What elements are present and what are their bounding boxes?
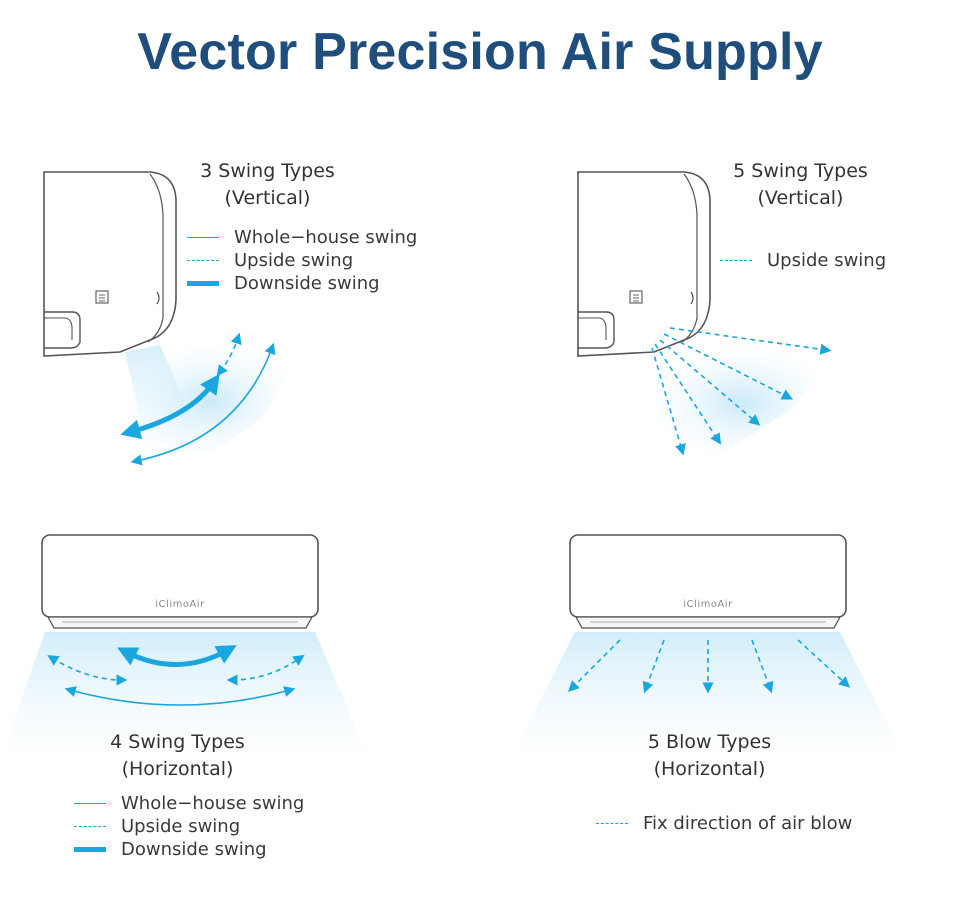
legend-item-downside: Downside swing [187,273,380,294]
dashed-line-swatch [74,826,106,827]
ac-unit-front-view-2: iClimoAir [569,534,847,629]
dashed-line-swatch [596,823,628,824]
legend-item-upside: Upside swing [74,816,240,837]
solid-line-swatch [74,803,106,804]
ac-unit-front-view-1: iClimoAir [41,534,319,629]
panel-title-horizontal-4: 4 Swing Types (Horizontal) [110,731,245,780]
ac-unit-side-view-2 [577,171,711,357]
solid-line-swatch [187,237,219,238]
thick-line-swatch [74,847,106,852]
panel-title-horizontal-5: 5 Blow Types (Horizontal) [647,731,772,780]
legend-item-downside: Downside swing [74,839,267,860]
legend-item-fixed-direction: Fix direction of air blow [596,813,852,834]
dashed-line-swatch [720,260,752,261]
legend-item-upside: Upside swing [187,250,353,271]
airflow-glow-1 [120,342,300,460]
brand-logo: iClimoAir [683,599,733,610]
swing-arrows-horizontal-4 [47,645,305,706]
swing-arrows-vertical-3 [120,332,276,466]
brand-logo: iClimoAir [155,599,205,610]
ac-unit-side-view-1 [43,171,177,357]
panel-title-vertical-3: 3 Swing Types (Vertical) [200,160,335,209]
vent-icon [95,290,109,304]
fixed-blow-arrows-5 [568,639,851,694]
dashed-line-swatch [187,260,219,261]
airflow-glow-2 [650,345,835,460]
airflow-glow-4 [510,632,905,760]
swing-arrows-vertical-5 [651,327,832,456]
legend-item-whole-house: Whole−house swing [74,793,304,814]
panel-title-vertical-5: 5 Swing Types (Vertical) [733,160,868,209]
vent-icon [629,290,643,304]
page-title: Vector Precision Air Supply [137,23,823,81]
legend-item-whole-house: Whole−house swing [187,227,417,248]
legend-item-upside: Upside swing [720,250,886,271]
thick-line-swatch [187,281,219,286]
